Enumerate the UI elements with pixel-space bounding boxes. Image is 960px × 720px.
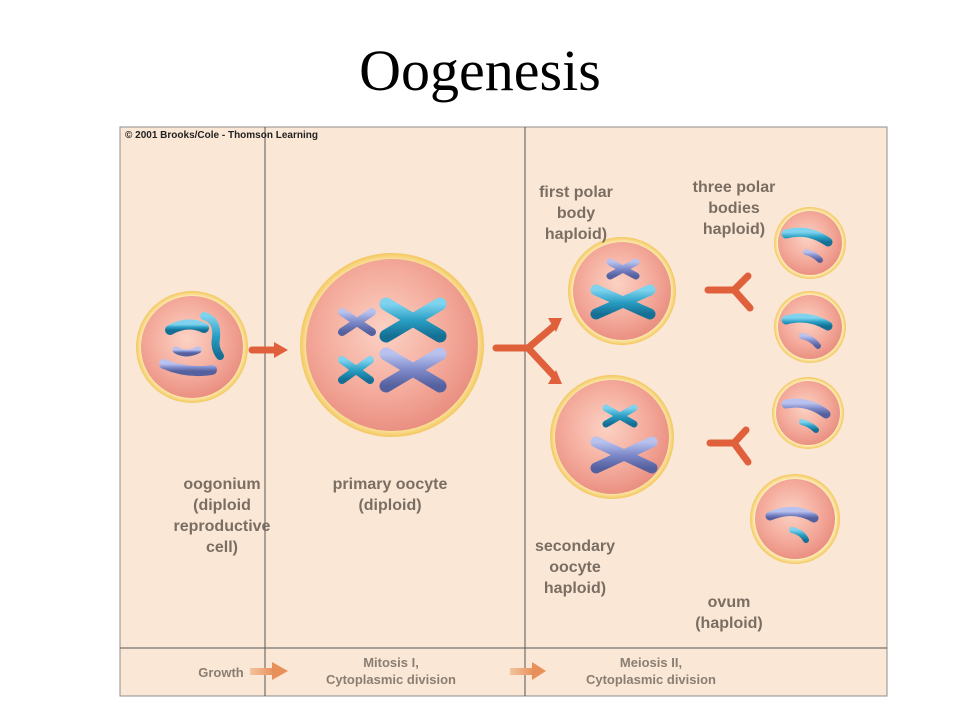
stage-meiosis: Meiosis II, Cytoplasmic division xyxy=(585,655,717,687)
stage-arrow-icon xyxy=(510,662,546,680)
label-primary-oocyte: primary oocyte (diploid) xyxy=(332,476,448,514)
stage-growth: Growth xyxy=(198,665,244,680)
branch-arrow-icon xyxy=(704,272,754,312)
arrow-head-icon xyxy=(548,318,562,332)
chromosome xyxy=(200,312,224,360)
chromosome xyxy=(590,284,656,320)
polar-body-cell xyxy=(774,207,846,279)
chromosome xyxy=(338,308,376,336)
chromosome xyxy=(338,356,374,384)
page-title: Oogenesis xyxy=(359,38,601,103)
first-polar-body-cell xyxy=(568,237,676,345)
branch-arrow-icon xyxy=(706,426,752,466)
chromosome xyxy=(172,346,202,357)
primary-oocyte-cell xyxy=(300,253,484,437)
polar-body-cell xyxy=(772,377,844,449)
arrow-head-icon xyxy=(548,370,562,384)
oogonium-cell xyxy=(136,291,248,403)
diagram-panel xyxy=(119,126,888,697)
chromosome xyxy=(379,297,447,343)
secondary-oocyte-cell xyxy=(550,375,674,499)
label-ovum: ovum (haploid) xyxy=(695,594,763,632)
chromosome xyxy=(165,319,209,335)
label-first-polar-body: first polar body haploid) xyxy=(539,184,613,243)
stage-arrow-icon xyxy=(250,662,288,680)
polar-body-cell xyxy=(774,291,846,363)
ovum-cell xyxy=(750,474,840,564)
chromosome xyxy=(602,404,638,428)
label-three-polar-bodies: three polar bodies haploid) xyxy=(692,179,776,238)
branch-arrow-icon xyxy=(492,322,558,380)
copyright-text: © 2001 Brooks/Cole - Thomson Learning xyxy=(125,130,318,141)
arrow-icon xyxy=(248,342,288,358)
chromosome xyxy=(379,347,447,393)
stage-mitosis: Mitosis I, Cytoplasmic division xyxy=(325,655,457,687)
chromosome xyxy=(159,359,217,377)
label-secondary-oocyte: secondary oocyte haploid) xyxy=(534,538,616,597)
chromosome xyxy=(606,258,640,280)
label-oogonium: oogonium (diploid reproductive cell) xyxy=(173,476,271,556)
chromosome xyxy=(590,436,658,474)
